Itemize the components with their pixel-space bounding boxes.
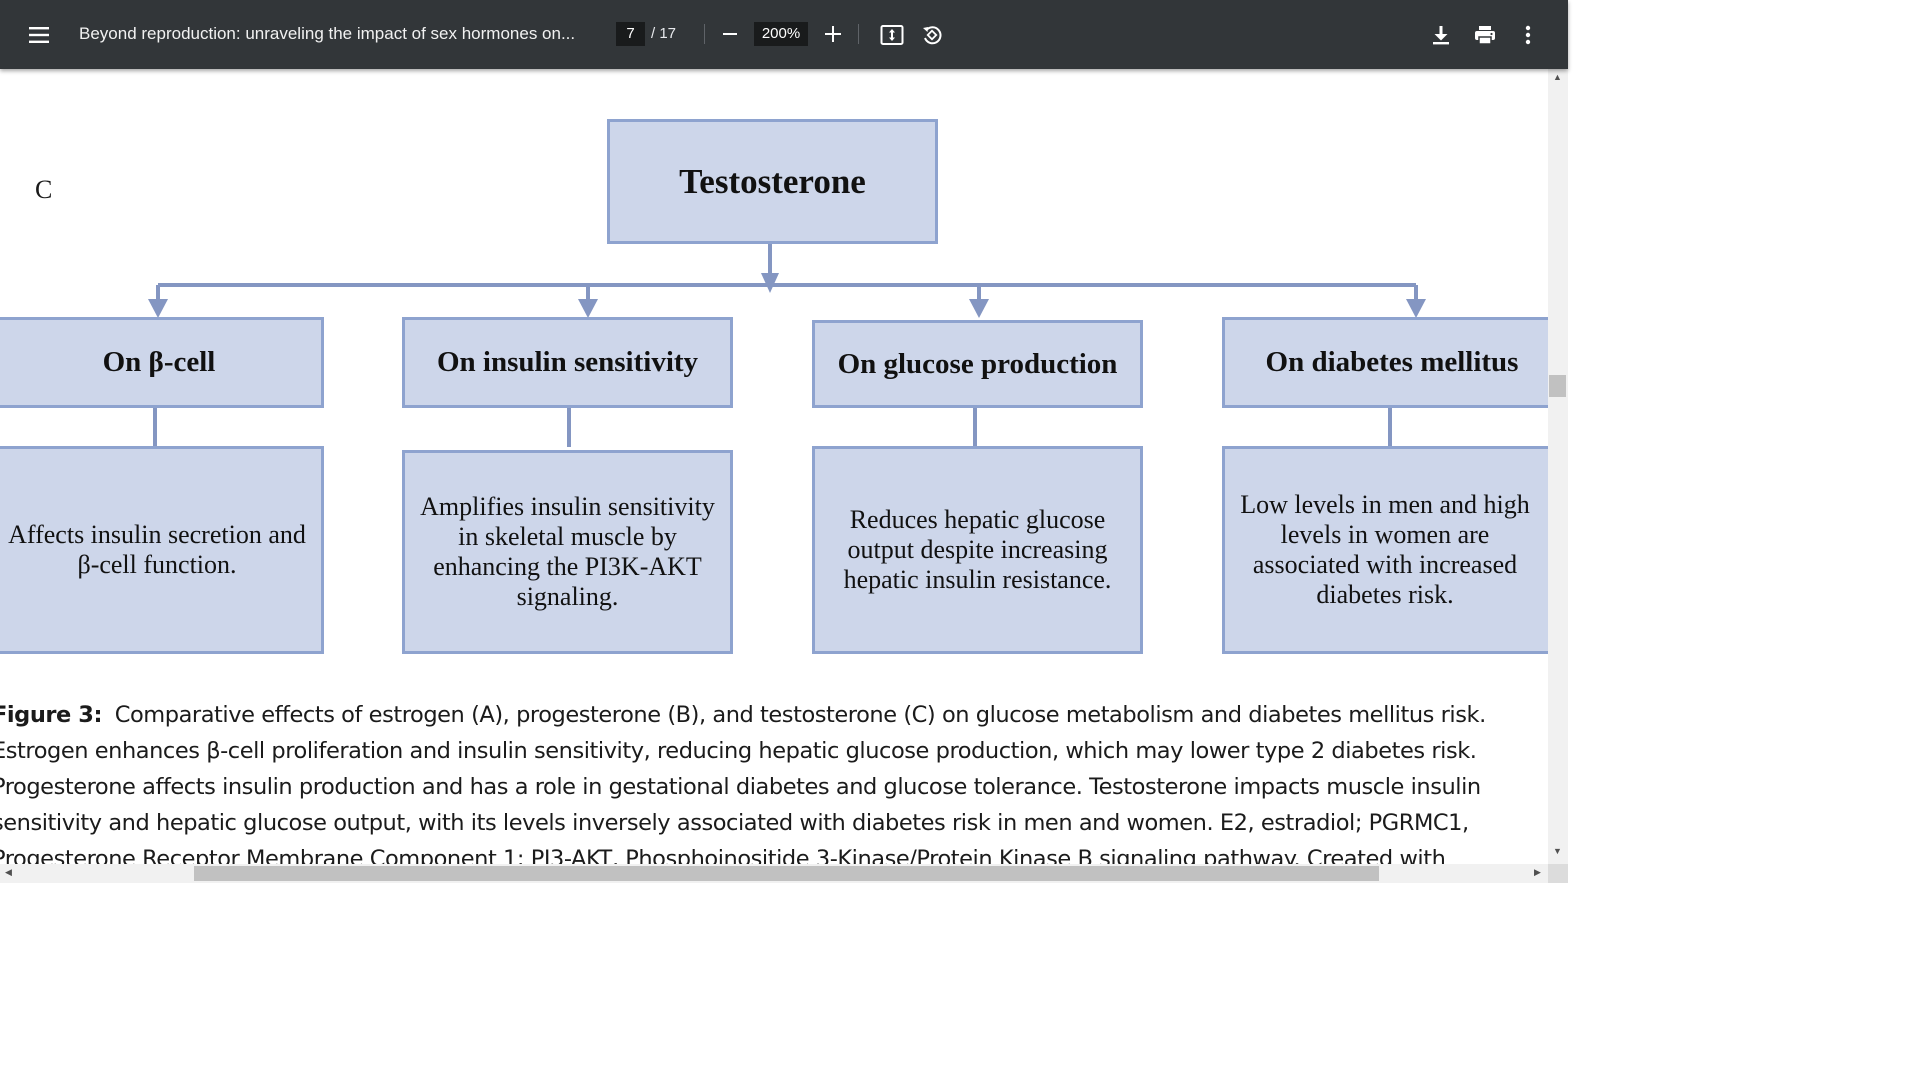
root-node-testosterone: Testosterone	[607, 119, 938, 244]
print-button[interactable]	[1469, 19, 1501, 51]
toolbar-divider	[704, 24, 705, 44]
menu-button[interactable]	[21, 17, 57, 53]
more-actions-button[interactable]	[1515, 19, 1541, 51]
fit-to-page-button[interactable]	[876, 19, 908, 51]
download-icon	[1433, 26, 1449, 45]
figure-caption: Figure 3: Comparative effects of estroge…	[0, 697, 1548, 864]
zoom-out-button[interactable]	[716, 19, 744, 49]
category-glucose-production: On glucose production	[812, 320, 1143, 408]
effect-glucose-production: Reduces hepatic glucose output despite i…	[812, 446, 1143, 654]
menu-icon	[29, 27, 49, 43]
horizontal-scroll-thumb[interactable]	[194, 866, 1379, 881]
category-insulin-sensitivity: On insulin sensitivity	[402, 317, 733, 408]
panel-label: C	[35, 175, 53, 204]
category-diabetes-mellitus: On diabetes mellitus	[1222, 317, 1548, 408]
zoom-in-button[interactable]	[818, 19, 848, 49]
document-viewport[interactable]: C Testosterone On β-cell On insulin sens…	[0, 69, 1548, 864]
download-button[interactable]	[1426, 19, 1456, 51]
print-icon	[1475, 26, 1495, 45]
zoom-in-icon	[825, 26, 841, 42]
figure-caption-text: Comparative effects of estrogen (A), pro…	[0, 702, 1486, 864]
zoom-out-icon	[723, 33, 737, 35]
fit-page-icon	[880, 25, 904, 45]
effect-diabetes-mellitus: Low levels in men and high levels in wom…	[1222, 446, 1548, 654]
zoom-level-input[interactable]: 200%	[754, 22, 808, 46]
scroll-left-arrow[interactable]: ◀	[5, 867, 12, 877]
scrollbar-corner	[1548, 864, 1568, 883]
more-vert-icon	[1525, 25, 1531, 45]
page-total: / 17	[651, 25, 677, 42]
toolbar-divider	[858, 24, 859, 44]
page-number-input[interactable]: 7	[616, 22, 645, 46]
connector-lines	[148, 243, 1426, 447]
document-title: Beyond reproduction: unraveling the impa…	[79, 24, 576, 43]
vertical-scroll-thumb[interactable]	[1549, 375, 1566, 397]
category-beta-cell: On β-cell	[0, 317, 324, 408]
figure-label: Figure 3:	[0, 702, 102, 728]
rotate-button[interactable]	[916, 19, 948, 51]
effect-insulin-sensitivity: Amplifies insulin sensitivity in skeleta…	[402, 450, 733, 654]
rotate-icon	[923, 26, 942, 45]
vertical-scrollbar[interactable]	[1548, 69, 1568, 864]
scroll-right-arrow[interactable]: ▶	[1534, 867, 1541, 877]
pdf-toolbar: Beyond reproduction: unraveling the impa…	[0, 0, 1568, 69]
scroll-down-arrow[interactable]: ▼	[1553, 846, 1562, 856]
effect-beta-cell: Affects insulin secretion and β-cell fun…	[0, 446, 324, 654]
scroll-up-arrow[interactable]: ▲	[1553, 72, 1562, 82]
